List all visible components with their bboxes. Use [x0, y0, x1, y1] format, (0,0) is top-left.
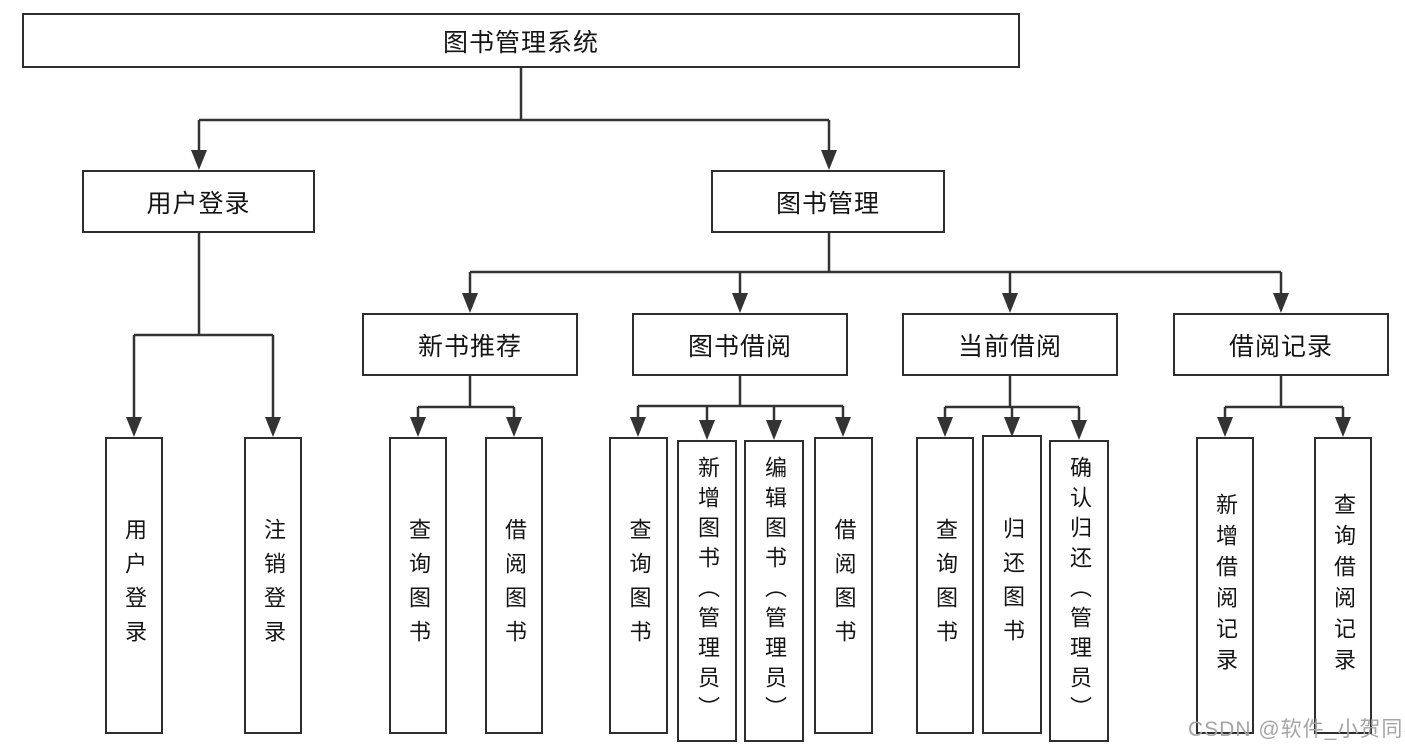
leaf-borrow-books-1: 借阅图书 — [485, 437, 543, 734]
leaf-confirm-return-admin: 确认归还（管理员） — [1049, 440, 1109, 742]
node-library-management-system: 图书管理系统 — [22, 13, 1020, 68]
leaf-edit-book-admin: 编辑图书（管理员） — [744, 440, 804, 742]
leaf-borrow-books-2: 借阅图书 — [814, 437, 873, 734]
leaf-label: 新增借阅记录 — [1213, 492, 1238, 679]
node-label: 图书管理 — [775, 189, 880, 218]
node-book-borrowing: 图书借阅 — [632, 313, 848, 376]
node-label: 当前借阅 — [957, 332, 1062, 361]
node-borrowing-records: 借阅记录 — [1173, 313, 1389, 376]
csdn-watermark: CSDN @软件_小贺同学 — [1188, 718, 1405, 741]
leaf-query-borrow-record: 查询借阅记录 — [1314, 437, 1372, 734]
leaf-label: 注销登录 — [261, 517, 286, 654]
leaf-add-borrow-record: 新增借阅记录 — [1196, 437, 1254, 734]
leaf-label: 归还图书 — [1000, 516, 1025, 653]
leaf-label: 编辑图书（管理员） — [762, 456, 787, 726]
node-label: 用户登录 — [146, 189, 251, 218]
leaf-return-book: 归还图书 — [982, 435, 1042, 734]
node-user-login: 用户登录 — [82, 170, 315, 233]
node-label: 借阅记录 — [1228, 332, 1333, 361]
leaf-query-books-1: 查询图书 — [389, 437, 447, 734]
node-new-book-recommendation: 新书推荐 — [362, 313, 578, 376]
leaf-add-book-admin: 新增图书（管理员） — [677, 440, 737, 742]
leaf-query-books-2: 查询图书 — [609, 437, 668, 734]
leaf-label: 借阅图书 — [831, 517, 857, 654]
leaf-logout: 注销登录 — [244, 437, 302, 734]
leaf-label: 用户登录 — [122, 517, 147, 654]
node-current-borrowing: 当前借阅 — [902, 313, 1118, 376]
leaf-label: 查询图书 — [406, 517, 431, 654]
leaf-label: 查询借阅记录 — [1331, 492, 1356, 679]
leaf-label: 新增图书（管理员） — [695, 456, 720, 726]
leaf-label: 确认归还（管理员） — [1067, 456, 1092, 726]
leaf-label: 借阅图书 — [502, 517, 527, 654]
node-label: 图书管理系统 — [442, 28, 599, 57]
node-label: 新书推荐 — [417, 332, 522, 361]
node-book-management: 图书管理 — [711, 170, 945, 233]
leaf-label: 查询图书 — [933, 517, 958, 654]
leaf-query-books-3: 查询图书 — [916, 437, 974, 734]
leaf-user-login: 用户登录 — [105, 437, 163, 734]
node-label: 图书借阅 — [687, 332, 792, 361]
leaf-label: 查询图书 — [626, 517, 652, 654]
